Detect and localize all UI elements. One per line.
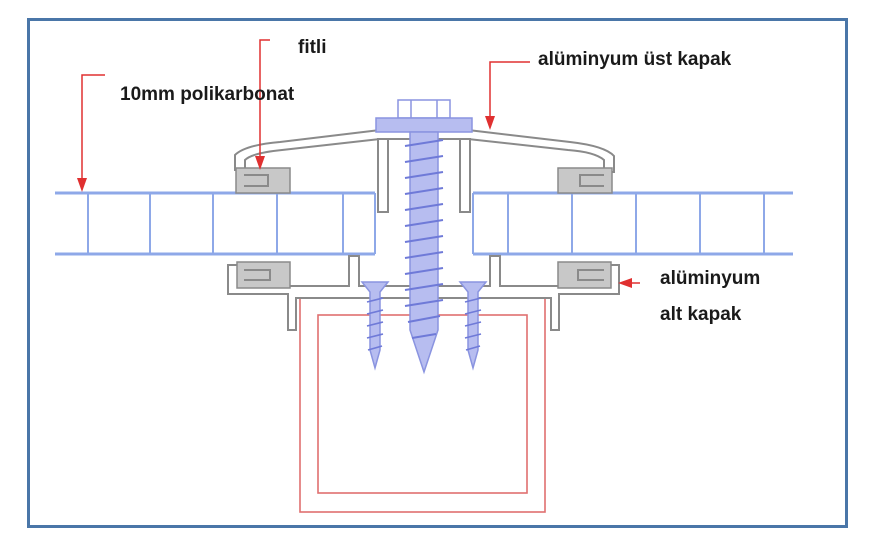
label-polycarbonate: 10mm polikarbonat xyxy=(120,84,295,105)
leader-fitli xyxy=(255,39,270,170)
hex-bolt-icon xyxy=(375,99,473,375)
label-bottom-cap-line1: alüminyum xyxy=(660,268,761,289)
gasket-bottom-right xyxy=(557,261,612,289)
leader-top-cap xyxy=(485,61,530,130)
polycarbonate-panel-left xyxy=(55,191,376,256)
label-bottom-cap-line2: alt kapak xyxy=(660,304,742,325)
gasket-top-right xyxy=(557,167,613,194)
label-fitli: fitli xyxy=(298,37,327,58)
polycarbonate-panel-right xyxy=(472,191,793,256)
self-tapping-screw-icon xyxy=(458,281,488,371)
self-tapping-screw-icon xyxy=(360,281,390,371)
gasket-top-left xyxy=(235,167,291,194)
label-top-cap: alüminyum üst kapak xyxy=(538,49,732,70)
leader-bottom-cap xyxy=(618,278,640,288)
leader-polycarbonate xyxy=(77,74,105,192)
gasket-bottom-left xyxy=(236,261,291,289)
